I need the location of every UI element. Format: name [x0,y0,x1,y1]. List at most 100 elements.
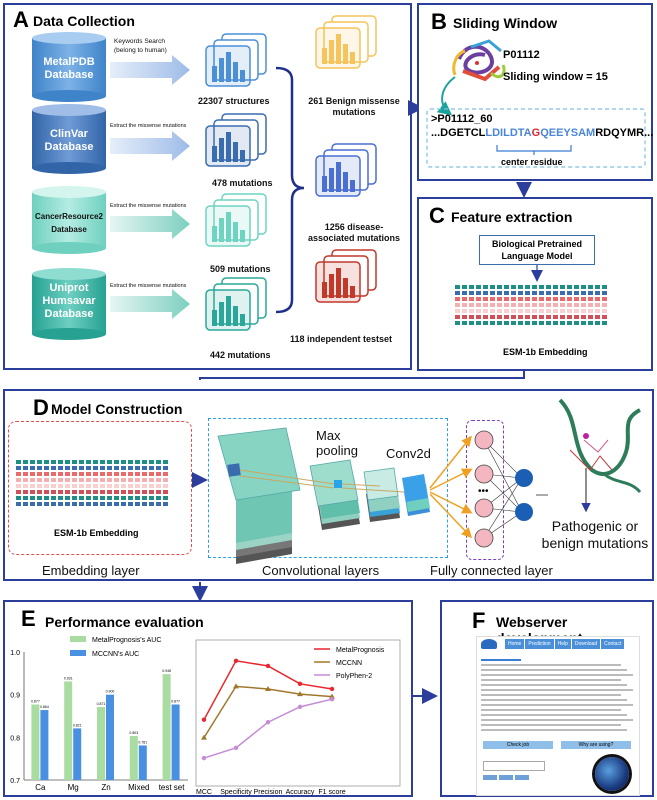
panel-letter: B [431,9,447,34]
embedding-cell [546,315,551,319]
embedding-cell [79,484,84,488]
why-using-button[interactable]: Why are using? [561,741,631,749]
line-point [265,720,271,725]
text-line-placeholder [481,694,621,696]
embedding-cell [595,291,600,295]
embedding-cell [588,291,593,295]
output-label: 118 independent testset [290,334,393,344]
embedding-cell [65,502,70,506]
embedding-cell [121,472,126,476]
embedding-cell [490,321,495,325]
output-line: associated mutations [307,233,401,243]
panel-title: Model Construction [51,401,183,417]
embedding-cell [114,496,119,500]
text-line-placeholder [481,719,633,721]
bar-y-tick: 0.9 [10,693,20,700]
embedding-cell [539,303,544,307]
site-nav-item[interactable]: Home [505,639,525,649]
embedding-cell [86,472,91,476]
embedding-cell [79,472,84,476]
line-point [329,697,335,702]
embedding-cell [581,297,586,301]
seq-suffix: RDQYMR... [595,127,654,139]
conv-layer-box [208,418,448,558]
embedding-cell [114,460,119,464]
embedding-cell [44,490,49,494]
embedding-cell [114,472,119,476]
text-line-placeholder [481,684,627,686]
embedding-cell [93,460,98,464]
cancerresource-name: CancerResource2 Database [30,210,108,236]
embedding-cell [100,484,105,488]
site-nav-item[interactable]: Prediction [525,639,554,649]
embedding-cell [58,460,63,464]
embedding-cell [532,291,537,295]
embedding-label: ESM-1b Embedding [503,347,588,357]
action-label: Extract the missense mutations [110,283,187,289]
embedding-cell [100,502,105,506]
window-size: Sliding window = 15 [503,71,608,83]
bar [73,728,82,780]
model-line: Biological Pretrained [491,239,583,249]
embedding-cell [114,502,119,506]
bar-value-label: 0.781 [138,740,147,744]
seq-right: QEEYSAM [540,127,596,139]
embedding-cell [44,496,49,500]
embedding-cell [546,309,551,313]
embedding-cell [574,321,579,325]
embedding-cell [497,315,502,319]
embedding-cell [79,502,84,506]
embedding-cell [560,315,565,319]
embedding-cell [86,502,91,506]
db-name-line: MetalPDB [43,56,95,68]
embedding-cell [511,285,516,289]
submit-buttons[interactable] [483,775,529,780]
embedding-cell [51,460,56,464]
embedding-cell [149,496,154,500]
line-category-label: MCC [196,789,212,796]
embedding-cell [51,472,56,476]
bar [31,704,40,780]
embedding-cell [44,466,49,470]
panel-title: Performance evaluation [45,614,204,630]
bar-value-label: 0.877 [31,699,40,703]
embedding-cell [546,297,551,301]
uniprot-cylinder [32,268,106,340]
embedding-cell [121,460,126,464]
embedding-cell [16,478,21,482]
embedding-cell [504,285,509,289]
embedding-cell [574,285,579,289]
panel-title: Feature extraction [451,209,573,225]
bar-legend-swatch [70,650,86,656]
bar-value-label: 0.900 [106,690,115,694]
embedding-cell [560,321,565,325]
embedding-cell [149,472,154,476]
line-legend-label: MCCNN [336,660,362,667]
embedding-cell [16,496,21,500]
embedding-cell [163,496,168,500]
site-nav-item[interactable]: Contact [601,639,625,649]
site-nav-item[interactable]: Help [554,639,571,649]
job-input[interactable] [483,761,545,771]
panel-letter: C [429,203,445,228]
embedding-cell [30,472,35,476]
db-name-line: Database [44,141,94,153]
embedding-cell [86,460,91,464]
site-nav-item[interactable]: Download [571,639,601,649]
embedding-cell [574,303,579,307]
embedding-cell [497,285,502,289]
embedding-cell [462,321,467,325]
protein-structure [426,39,646,168]
embedding-cell [30,466,35,470]
check-job-button[interactable]: Check job [483,741,553,749]
embedding-cell [58,472,63,476]
arrow-c-to-d [199,370,525,380]
line-point [233,658,239,663]
embedding-cell [553,297,558,301]
embedding-cell [156,490,161,494]
embedding-cell [100,478,105,482]
embedding-cell [149,490,154,494]
embedding-cell [44,460,49,464]
embedding-cell [16,472,21,476]
fully-connected-network: ••• [429,430,533,548]
